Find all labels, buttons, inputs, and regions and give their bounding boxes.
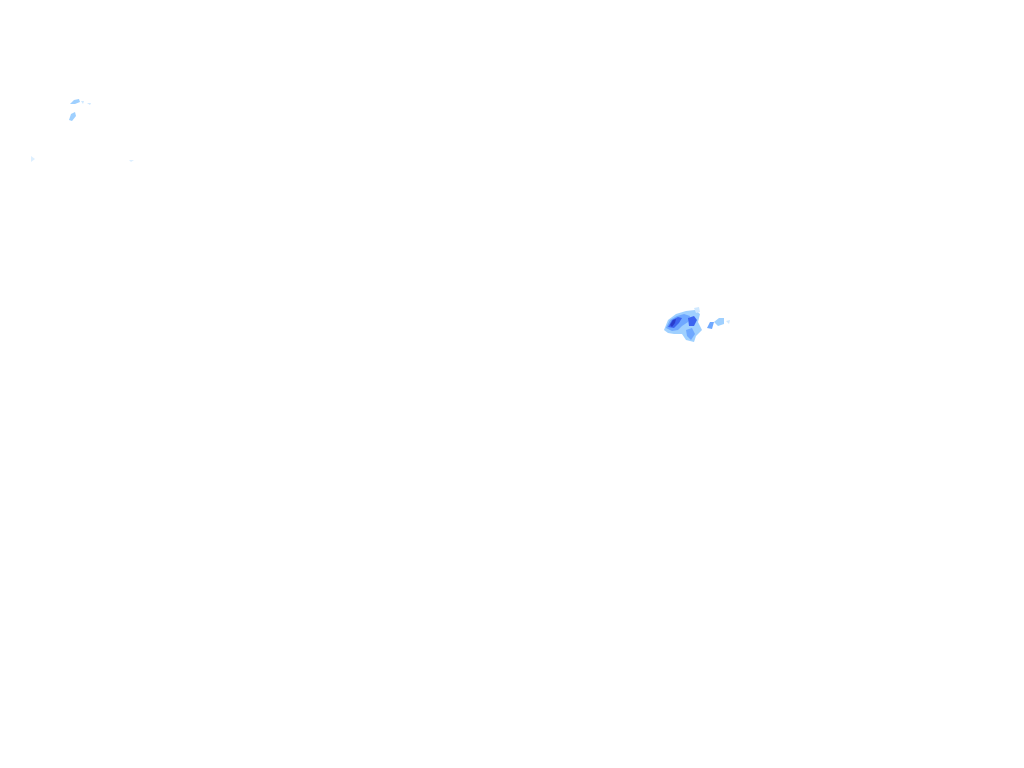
echo-cell [726, 320, 730, 324]
echo-cell [69, 112, 76, 121]
echo-cluster-west-edge [31, 156, 134, 162]
echo-cluster-east [664, 307, 730, 342]
echo-cell [686, 328, 695, 340]
echo-cell [87, 103, 91, 105]
echo-cell [670, 319, 676, 327]
echo-cell [714, 318, 724, 326]
echo-cell [31, 156, 35, 162]
echo-cell [70, 99, 80, 104]
echo-cell [688, 316, 697, 326]
echo-cell [694, 307, 700, 313]
echo-cell [707, 322, 714, 329]
echo-cell [129, 160, 134, 162]
echo-cluster-northwest [69, 99, 91, 121]
echo-cell [81, 101, 84, 104]
